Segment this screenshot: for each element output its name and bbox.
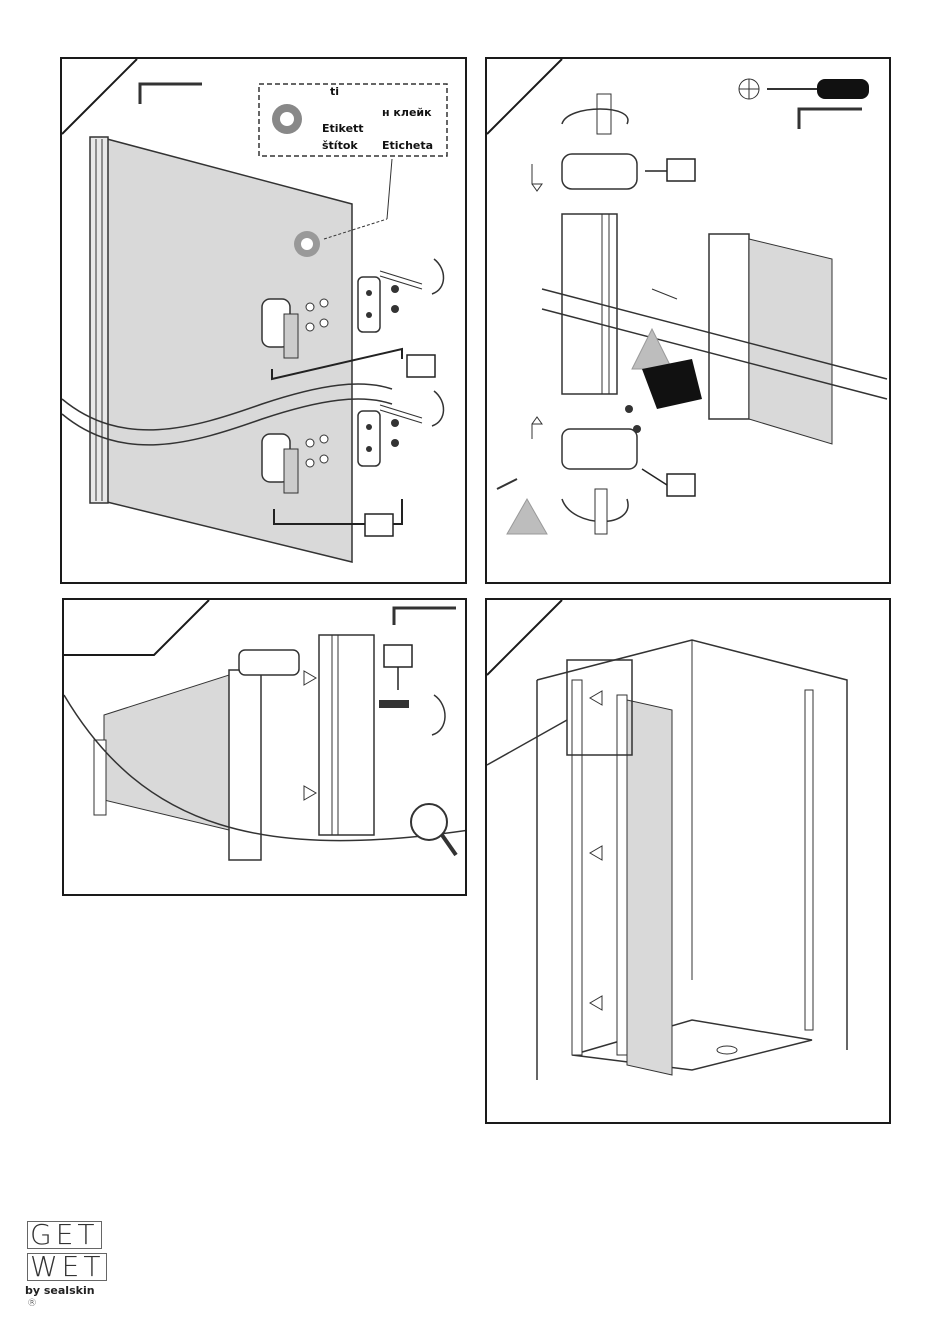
hinge-mounting-illustration (62, 59, 467, 584)
wall-fixing-illustration (64, 600, 467, 896)
label-ti: ti (330, 85, 339, 98)
screw-icon (379, 700, 409, 708)
shower-overview-illustration (487, 600, 891, 1124)
logo-line1: GET (27, 1220, 115, 1250)
hex-key-icon (140, 84, 202, 104)
step-panel-caps (485, 57, 891, 584)
warning-triangle (507, 499, 547, 534)
shower-tray (572, 1020, 812, 1070)
cap-mounting-illustration (487, 59, 891, 584)
magnifier-icon (411, 804, 447, 840)
label-eticheta: Eticheta (382, 139, 433, 152)
top-cap (562, 154, 637, 189)
hinge-plate-upper (358, 277, 380, 332)
bottom-cap (562, 429, 637, 469)
label-stitok: štítok (322, 139, 358, 152)
warning-triangle (632, 329, 672, 369)
rotate-arrow-icon (432, 259, 444, 294)
door-profile (617, 695, 627, 1055)
glass-door (627, 700, 672, 1075)
glass-panel (107, 139, 352, 562)
step-panel-overview (485, 598, 891, 1124)
profile-right (709, 234, 749, 419)
label-etikett: Etikett (322, 122, 364, 135)
wall-profile-right (805, 690, 813, 1030)
wall-profile (90, 137, 108, 503)
hex-key-icon (394, 608, 456, 625)
rotate-arrow-icon (432, 391, 444, 426)
label-ru: н клейк (382, 106, 432, 119)
brand-logo: GET WET® by sealskin (25, 1220, 125, 1300)
rotate-arrow-icon (562, 109, 628, 124)
rotate-arrow-icon (432, 695, 445, 735)
step-panel-wall-fixing (62, 598, 467, 896)
logo-line2: WET® (27, 1252, 115, 1282)
step-panel-hinges: ti н клейк Etikett štítok Eticheta (60, 57, 467, 584)
wall-profile (319, 635, 374, 835)
logo-byline: by sealskin (25, 1284, 95, 1297)
hex-key-icon (799, 109, 862, 129)
wall-profile-left (572, 680, 582, 1055)
hinge-plate-lower (358, 411, 380, 466)
